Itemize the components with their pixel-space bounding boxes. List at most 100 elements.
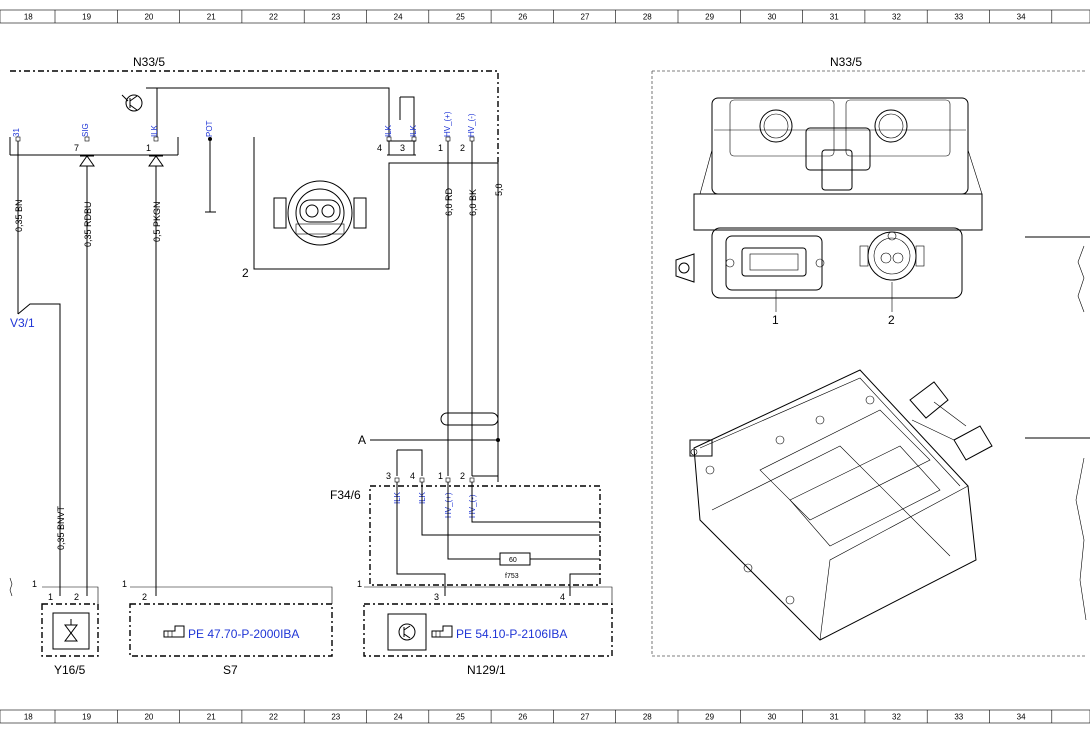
ruler-number: 27	[581, 713, 590, 722]
pin-labels-top: 31 SIG ILK POT ILK ILK HV_(+) HV_(-)	[12, 111, 476, 137]
wire-label: 0,35 BNVT	[56, 505, 66, 550]
connector-inset: 2	[242, 137, 498, 280]
n129-1-reference-text[interactable]: PE 54.10-P-2106IBA	[456, 627, 567, 641]
wire-label: 6,0 BK	[468, 189, 478, 216]
ruler-number: 24	[394, 713, 403, 722]
ruler-number: 25	[456, 13, 465, 22]
ruler-number: 20	[144, 713, 153, 722]
node-a-label: A	[358, 433, 366, 447]
ruler-number: 18	[24, 13, 33, 22]
s7-reference-text[interactable]: PE 47.70-P-2000IBA	[188, 627, 299, 641]
wire-label: 6,0 RD	[444, 187, 454, 216]
ruler-number: 27	[581, 13, 590, 22]
ruler-number: 22	[269, 13, 278, 22]
ruler-number: 20	[144, 13, 153, 22]
wire-label: 5,0	[494, 183, 504, 196]
pin-hv-minus-label: HV_(-)	[467, 113, 476, 137]
hand-pointer-icon	[431, 625, 453, 638]
ruler-number: 29	[705, 13, 714, 22]
svg-text:7: 7	[74, 143, 79, 153]
pin-31-label: 31	[12, 128, 21, 137]
ruler-number: 21	[207, 713, 216, 722]
ruler-number: 23	[331, 713, 340, 722]
svg-text:3: 3	[386, 471, 391, 481]
wires	[17, 141, 499, 596]
svg-text:1: 1	[32, 579, 37, 589]
ruler-number: 22	[269, 713, 278, 722]
ruler-number: 30	[767, 13, 776, 22]
ruler-number: 34	[1017, 713, 1026, 722]
photo-panel-border	[651, 70, 1086, 657]
diode-icon	[79, 155, 164, 167]
ruler-number: 33	[954, 13, 963, 22]
f34-6-label: F34/6	[330, 488, 361, 502]
cropped-right-edge	[1025, 236, 1090, 621]
ruler-number: 33	[954, 713, 963, 722]
n129-1-reference-link[interactable]: PE 54.10-P-2106IBA	[431, 625, 567, 641]
svg-text:3: 3	[400, 143, 405, 153]
svg-text:4: 4	[560, 592, 565, 602]
module-photo-3d	[689, 369, 993, 641]
pin-labels-f34: ILK ILK HV_(+) HV_(-)	[393, 491, 477, 518]
svg-text:2: 2	[74, 592, 79, 602]
ruler-number: 19	[82, 713, 91, 722]
twisted-pair-marker	[440, 412, 499, 426]
ruler-number: 23	[331, 13, 340, 22]
hand-pointer-icon	[163, 625, 185, 638]
svg-text:1: 1	[122, 579, 127, 589]
pin-numbers-top: 7 1 4 3 1 2	[74, 143, 465, 153]
svg-text:4: 4	[410, 471, 415, 481]
top-ruler: 18 19 20 21 22 23 24 25 26 27 28 29 30 31 32 33 34	[0, 9, 1090, 24]
pin-sig-label: SIG	[81, 123, 90, 137]
n33-5-title: N33/5	[133, 55, 165, 69]
pin-ilk-label: ILK	[384, 124, 393, 137]
ruler-number: 21	[207, 13, 216, 22]
ruler-number: 34	[1017, 13, 1026, 22]
pin-pot-label: POT	[205, 120, 214, 137]
svg-text:1: 1	[146, 143, 151, 153]
s7-component: 1 2 S7	[122, 579, 333, 677]
n33-5-photo-title: N33/5	[830, 55, 862, 69]
pin-numbers-f34: 3 4 1 2	[386, 471, 465, 481]
ruler-number: 26	[518, 13, 527, 22]
svg-text:2: 2	[460, 471, 465, 481]
wire-label: 0,35 BN	[14, 199, 24, 232]
ruler-number: 32	[892, 13, 901, 22]
svg-text:1: 1	[357, 579, 362, 589]
ruler-number: 18	[24, 713, 33, 722]
svg-text:1: 1	[438, 471, 443, 481]
fuse: 60 f753	[499, 552, 531, 580]
photo-callout-2: 2	[888, 313, 895, 327]
wire-label: 0,35 RDBU	[83, 201, 93, 247]
wire-label: 0,5 PKGN	[152, 201, 162, 242]
ruler-number: 24	[394, 13, 403, 22]
inset-label: 2	[242, 266, 249, 280]
connector-photo-top: 1 2	[675, 97, 983, 327]
ruler-number: 28	[643, 13, 652, 22]
f34-6-border	[369, 485, 601, 586]
s7-reference-link[interactable]: PE 47.70-P-2000IBA	[163, 625, 299, 641]
pin-ilk-label: ILK	[150, 124, 159, 137]
svg-text:2: 2	[460, 143, 465, 153]
ruler-number: 28	[643, 713, 652, 722]
n129-1-label: N129/1	[467, 663, 506, 677]
svg-text:1: 1	[48, 592, 53, 602]
pin-ilk-label: ILK	[409, 124, 418, 137]
svg-text:3: 3	[434, 592, 439, 602]
ruler-number: 19	[82, 13, 91, 22]
fuse-value: 60	[509, 557, 517, 564]
pin-hv-plus-label: HV_(+)	[443, 111, 452, 137]
ruler-number: 29	[705, 713, 714, 722]
ruler-number: 30	[767, 713, 776, 722]
photo-callout-1: 1	[772, 313, 779, 327]
svg-text:4: 4	[377, 143, 382, 153]
svg-text:1: 1	[438, 143, 443, 153]
ruler-number: 31	[830, 13, 839, 22]
svg-text:2: 2	[142, 592, 147, 602]
y16-5-label: Y16/5	[54, 663, 86, 677]
f34-6-internal-wires	[396, 475, 600, 596]
off-page-reference[interactable]: V3/1	[10, 316, 35, 330]
ilk-loop-wire	[146, 87, 390, 137]
